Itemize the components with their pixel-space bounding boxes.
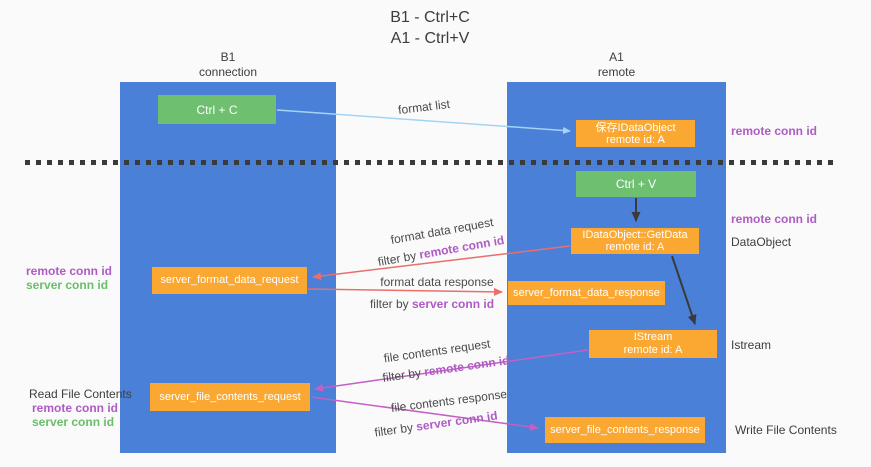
annotation-remote-conn-id-top: remote conn id — [731, 124, 818, 138]
annotation-conn-ids-file: remote conn id server conn id — [32, 401, 118, 429]
filter-by-text: filter by — [369, 297, 412, 311]
box-server-file-contents-response: server_file_contents_response — [545, 417, 705, 443]
annotation-remote-conn-id-left2: remote conn id — [32, 401, 119, 415]
box-istream-line1: IStream — [633, 331, 673, 343]
box-server-file-contents-request-label: server_file_contents_request — [159, 390, 301, 403]
box-server-format-data-response-label: server_format_data_response — [513, 286, 660, 299]
arrow-format-data-response — [307, 287, 503, 296]
annotation-dataobject: DataObject — [731, 235, 792, 249]
box-save-idataobject-line1: 保存IDataObject — [595, 121, 676, 134]
label-format-data-response: format data response — [380, 275, 494, 289]
box-ctrl-v: Ctrl + V — [576, 171, 696, 197]
label-filter-by-server-conn-id-1: filter by server conn id — [370, 297, 494, 311]
annotation-remote-conn-id-left1: remote conn id — [26, 264, 113, 278]
arrow-getdata-to-istream — [671, 255, 697, 325]
server-conn-id-text: server conn id — [411, 297, 495, 311]
title-line-2: A1 - Ctrl+V — [390, 30, 470, 47]
diagram-title: B1 - Ctrl+C A1 - Ctrl+V — [280, 7, 580, 49]
annotation-conn-ids-format: remote conn id server conn id — [26, 264, 112, 292]
box-idataobject-getdata: IDataObject::GetData remote id: A — [571, 228, 699, 254]
box-save-idataobject-line2: remote id: A — [606, 133, 665, 146]
box-server-format-data-request: server_format_data_request — [152, 267, 307, 294]
annotation-remote-conn-id-mid: remote conn id — [731, 212, 818, 226]
lane-a1-name: A1 — [609, 50, 624, 64]
box-ctrl-c: Ctrl + C — [158, 95, 276, 124]
box-istream: IStream remote id: A — [589, 330, 717, 358]
box-idataobject-getdata-line2: remote id: A — [605, 241, 665, 253]
box-server-format-data-response: server_format_data_response — [508, 281, 665, 305]
annotation-server-conn-id-left2: server conn id — [32, 415, 115, 429]
box-save-idataobject: 保存IDataObject remote id: A — [576, 120, 695, 147]
title-line-1: B1 - Ctrl+C — [390, 9, 470, 26]
arrow-format-list — [276, 109, 571, 134]
box-ctrl-v-label: Ctrl + V — [615, 177, 657, 191]
box-server-format-data-request-label: server_format_data_request — [160, 274, 299, 286]
annotation-server-conn-id-left1: server conn id — [26, 278, 109, 292]
box-istream-line2: remote id: A — [623, 344, 683, 356]
arrow-file-contents-response — [310, 396, 539, 431]
session-separator-dashed-line — [25, 160, 838, 165]
box-idataobject-getdata-line1: IDataObject::GetData — [582, 229, 688, 241]
lane-header-a1: A1 remote — [507, 50, 726, 80]
arrow-format-data-request — [312, 245, 571, 281]
lane-header-b1: B1 connection — [120, 50, 336, 80]
lane-a1-role: remote — [597, 65, 636, 79]
box-ctrl-c-label: Ctrl + C — [196, 102, 238, 117]
lane-b1-name: B1 — [220, 50, 236, 64]
arrow-file-contents-request — [314, 349, 589, 392]
lane-b1-role: connection — [198, 65, 258, 79]
box-server-file-contents-response-label: server_file_contents_response — [550, 423, 700, 436]
box-server-file-contents-request: server_file_contents_request — [150, 383, 310, 411]
annotation-write-file-contents: Write File Contents — [735, 423, 837, 437]
annotation-read-file-contents: Read File Contents — [29, 387, 132, 401]
annotation-istream: Istream — [731, 338, 772, 352]
